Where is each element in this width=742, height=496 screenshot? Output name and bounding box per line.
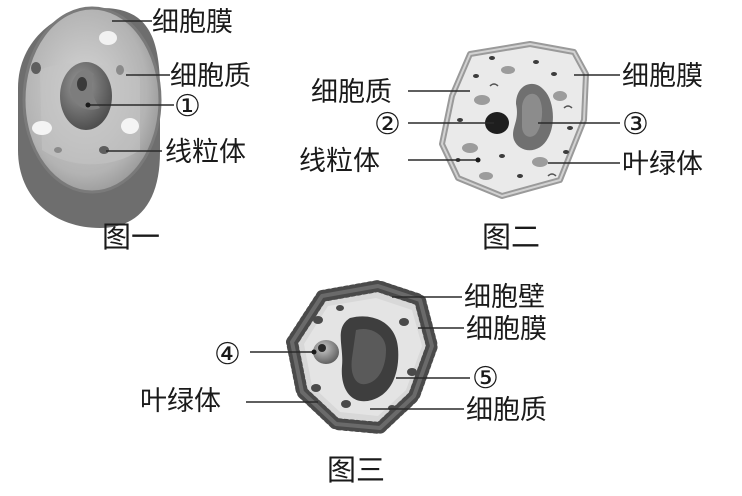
label-chloroplast-fig3: 叶绿体 xyxy=(140,386,221,417)
label-cytoplasm-fig1: 细胞质 xyxy=(170,61,251,92)
label-cytoplasm-fig2: 细胞质 xyxy=(311,77,392,108)
marker-2: ② xyxy=(374,107,401,142)
label-cytoplasm-fig3: 细胞质 xyxy=(466,395,547,426)
label-mitochondria-fig1: 线粒体 xyxy=(165,137,246,168)
marker-3: ③ xyxy=(622,107,649,142)
marker-4: ④ xyxy=(214,337,241,372)
figure-three: ④ 叶绿体 细胞壁 细胞膜 ⑤ 细胞质 图三 xyxy=(140,280,547,487)
marker-5: ⑤ xyxy=(472,361,499,396)
label-chloroplast-fig2: 叶绿体 xyxy=(622,149,703,180)
plant-cell-wall-illustration xyxy=(286,280,438,434)
animal-cell-illustration xyxy=(18,6,162,228)
marker-1: ① xyxy=(174,89,201,124)
figure-one: 细胞膜 细胞质 ① 线粒体 图一 xyxy=(18,6,251,254)
caption-figure-three: 图三 xyxy=(327,453,385,487)
label-mitochondria-fig2: 线粒体 xyxy=(299,146,380,177)
leader-dot-marker4 xyxy=(311,349,317,355)
leader-dot-mitochondria-fig2 xyxy=(475,157,481,163)
caption-figure-two: 图二 xyxy=(482,220,540,254)
label-membrane-fig3: 细胞膜 xyxy=(466,314,547,345)
plant-cell-illustration xyxy=(439,41,589,199)
label-membrane-fig1: 细胞膜 xyxy=(152,7,233,38)
label-cell-wall: 细胞壁 xyxy=(464,282,545,313)
leader-dot-marker1 xyxy=(85,102,91,108)
label-membrane-fig2: 细胞膜 xyxy=(622,61,703,92)
figure-two: 细胞质 ② 线粒体 细胞膜 ③ 叶绿体 图二 xyxy=(299,41,703,254)
caption-figure-one: 图一 xyxy=(102,220,160,254)
